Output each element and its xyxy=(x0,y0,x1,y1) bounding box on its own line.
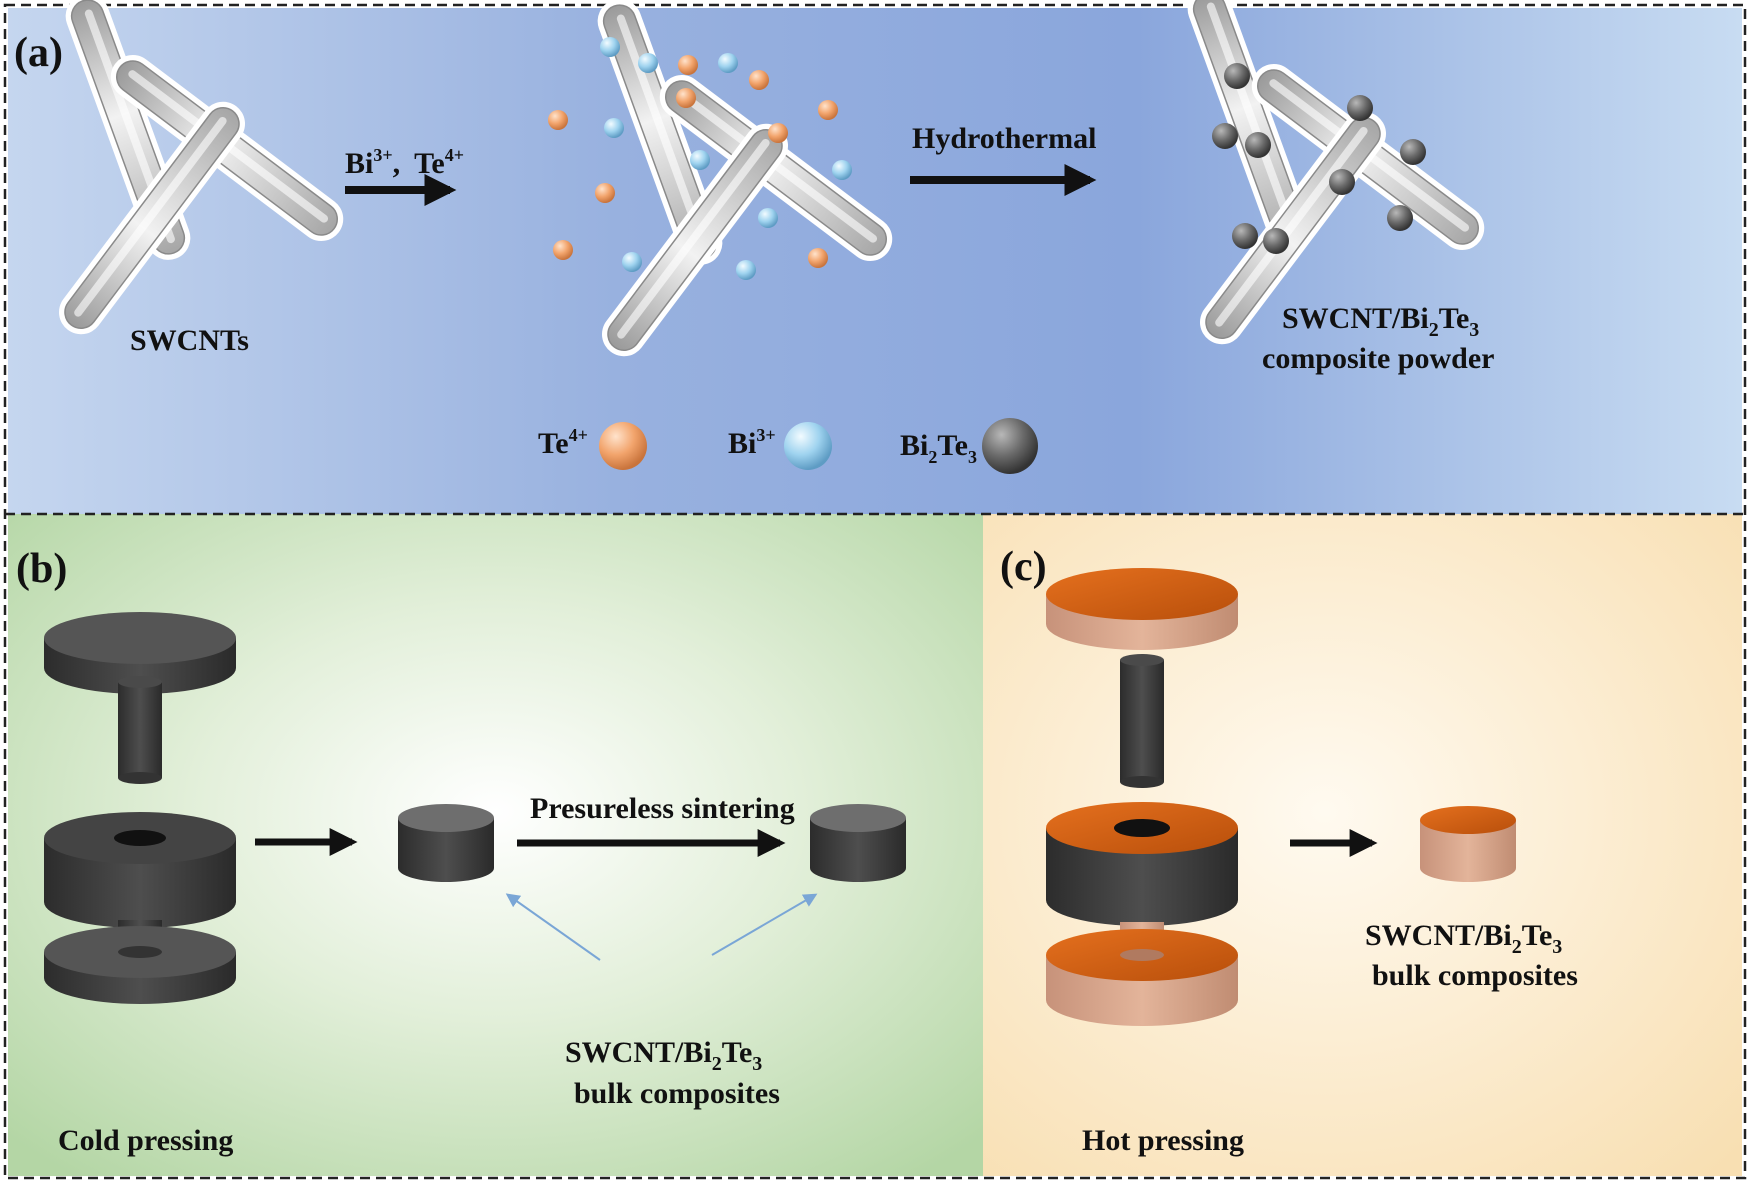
te-ion xyxy=(678,55,698,75)
bi2te3-particles xyxy=(1212,63,1426,254)
outer-dashed-border xyxy=(3,3,1747,1180)
panel-a-background xyxy=(8,8,1742,514)
bulk-composites-label-c-line1: SWCNT/Bi2Te3 xyxy=(1365,919,1562,958)
bi-ion xyxy=(600,37,620,57)
composite-powder-label-line2: composite powder xyxy=(1262,342,1494,375)
te-ion xyxy=(553,240,573,260)
sintering-label: Presureless sintering xyxy=(530,792,795,825)
legend-te-label: Te4+ xyxy=(538,425,588,460)
te-ion xyxy=(676,88,696,108)
legend-bi2te3-swatch xyxy=(982,418,1038,474)
bi2te3-particle xyxy=(1347,95,1373,121)
bi2te3-particle xyxy=(1263,228,1289,254)
bi-ion xyxy=(718,53,738,73)
hydrothermal-label: Hydrothermal xyxy=(912,122,1096,155)
sintered-pellet xyxy=(810,804,906,882)
bulk-composites-label-b-line1: SWCNT/Bi2Te3 xyxy=(565,1036,762,1075)
green-pellet xyxy=(398,804,494,882)
ion-cloud xyxy=(548,37,852,280)
bi2te3-particle xyxy=(1212,123,1238,149)
bi-ion xyxy=(690,150,710,170)
legend: Te4+ Bi3+ Bi2Te3 xyxy=(538,418,1038,474)
step1-ion-label: Bi3+,Te4+ xyxy=(345,145,464,180)
bi2te3-particle xyxy=(1232,223,1258,249)
bi-ion xyxy=(638,53,658,73)
composite-powder-label-line1: SWCNT/Bi2Te3 xyxy=(1282,302,1479,341)
te-ion xyxy=(768,123,788,143)
swcnts-label: SWCNTs xyxy=(130,324,249,357)
legend-bi-label: Bi3+ xyxy=(728,425,776,460)
bi-ion xyxy=(758,208,778,228)
te-ion xyxy=(595,183,615,203)
bulk-composites-label-b-line2: bulk composites xyxy=(574,1077,780,1110)
hot-pressed-pellet xyxy=(1420,806,1516,882)
legend-bi2te3-label: Bi2Te3 xyxy=(900,429,977,467)
te-ion xyxy=(818,100,838,120)
bi2te3-particle xyxy=(1245,132,1271,158)
te-ion xyxy=(548,110,568,130)
hot-pressing-label: Hot pressing xyxy=(1082,1124,1244,1157)
bulk-composites-label-c-line2: bulk composites xyxy=(1372,959,1578,992)
legend-te-swatch xyxy=(599,422,647,470)
cold-pressing-label: Cold pressing xyxy=(58,1124,233,1157)
bi2te3-particle xyxy=(1329,169,1355,195)
bi2te3-particle xyxy=(1224,63,1250,89)
panel-a-tag: (a) xyxy=(14,30,63,76)
panel-c-tag: (c) xyxy=(1000,544,1047,590)
hot-press-die xyxy=(1046,568,1238,1026)
legend-bi-swatch xyxy=(784,422,832,470)
bi-ion xyxy=(622,252,642,272)
cold-press-die xyxy=(44,612,236,1004)
te-ion xyxy=(808,248,828,268)
bi-ion xyxy=(604,118,624,138)
bi-ion xyxy=(832,160,852,180)
bi2te3-particle xyxy=(1387,205,1413,231)
pointer-to-sintered-pellet xyxy=(711,893,818,956)
panel-b-tag: (b) xyxy=(16,546,67,592)
bi2te3-particle xyxy=(1400,139,1426,165)
pointer-to-green-pellet xyxy=(505,893,601,961)
bi-ion xyxy=(736,260,756,280)
te-ion xyxy=(749,70,769,90)
